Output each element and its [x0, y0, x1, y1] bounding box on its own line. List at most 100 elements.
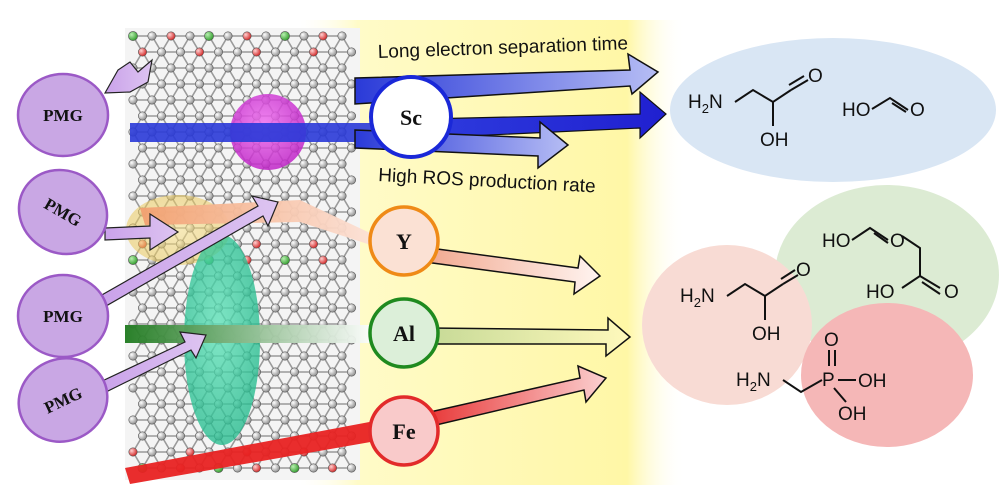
pmg-node-4: PMG	[17, 357, 109, 443]
lattice-atom	[223, 159, 233, 169]
lattice-atom	[346, 303, 356, 313]
lattice-atom	[204, 159, 214, 169]
lattice-atom	[346, 463, 356, 473]
lattice-atom	[138, 431, 148, 441]
lattice-atom	[337, 287, 347, 297]
lattice-atom	[308, 271, 318, 281]
lattice-atom	[318, 95, 328, 105]
lattice-atom	[346, 111, 356, 121]
formic-chain	[871, 96, 909, 111]
lattice-atom	[138, 111, 148, 121]
lattice-atom	[147, 287, 157, 297]
bond	[790, 79, 809, 91]
lattice-atom	[346, 367, 356, 377]
fe-label: Fe	[392, 419, 415, 444]
chem-ho: HO	[822, 231, 851, 252]
lattice-atom	[157, 143, 167, 153]
lattice-atom	[128, 31, 138, 41]
lattice-atom	[318, 415, 328, 425]
lattice-atom	[185, 95, 195, 105]
ampa-chain	[782, 379, 823, 394]
lattice-atom	[261, 351, 271, 361]
sc-label: Sc	[400, 105, 422, 130]
lattice-atom	[157, 111, 167, 121]
bond	[921, 281, 941, 295]
lattice-atom	[128, 255, 138, 265]
lattice-atom	[270, 399, 280, 409]
pmg-node-2: PMG	[17, 168, 109, 256]
lattice-atom	[195, 111, 205, 121]
lattice-atom	[233, 79, 243, 89]
lattice-atom	[252, 463, 262, 473]
chem-o: O	[824, 330, 839, 351]
lattice-atom	[214, 79, 224, 89]
product-region-al	[642, 245, 812, 405]
lattice-atom	[166, 415, 176, 425]
product-region-sc	[670, 38, 996, 182]
lattice-atom	[280, 191, 290, 201]
lattice-atom	[195, 79, 205, 89]
lattice-atom	[157, 47, 167, 57]
y-circle	[368, 205, 440, 277]
bond	[788, 75, 805, 86]
lattice-atom	[128, 415, 138, 425]
lattice-atom	[166, 447, 176, 457]
lattice-atom	[289, 175, 299, 185]
pmg-arrow-2	[104, 212, 180, 252]
chem-o: O	[944, 282, 959, 303]
chem-n: N	[709, 92, 723, 113]
pmg-arrow-4	[99, 331, 207, 393]
pmg-ellipse	[17, 168, 109, 256]
lattice-atom	[195, 175, 205, 185]
lattice-atom	[270, 303, 280, 313]
lattice-atom	[252, 399, 262, 409]
lattice-atom	[147, 95, 157, 105]
lattice-atom	[299, 255, 309, 265]
pmg-ellipse	[17, 357, 109, 443]
lattice-atom	[176, 143, 186, 153]
lattice-atom	[346, 47, 356, 57]
subscript: 2	[694, 295, 701, 310]
lattice-atom	[337, 255, 347, 265]
lattice-atom	[308, 463, 318, 473]
lattice-atom	[270, 47, 280, 57]
lattice-atom	[157, 303, 167, 313]
lattice-atom	[176, 399, 186, 409]
pmg-node-3: PMG	[16, 273, 110, 359]
lattice-atom	[270, 79, 280, 89]
glycine-chain	[726, 282, 784, 298]
lattice-atom	[346, 239, 356, 249]
lattice-atom	[128, 95, 138, 105]
lattice-atom	[157, 79, 167, 89]
lattice-atom	[308, 367, 318, 377]
lattice-atom	[176, 303, 186, 313]
lattice-atom	[252, 175, 262, 185]
lattice-atom	[166, 159, 176, 169]
lattice-atom	[204, 31, 214, 41]
lattice-atom	[337, 191, 347, 201]
lattice-atom	[252, 239, 262, 249]
lattice-atom	[299, 159, 309, 169]
lattice-atom	[299, 415, 309, 425]
metal-node-y: Y	[368, 205, 440, 277]
chem-oh: OH	[838, 404, 867, 425]
lattice-atom	[280, 255, 290, 265]
al-band-bar	[125, 325, 375, 343]
lattice-atom	[195, 143, 205, 153]
lattice-atom	[214, 47, 224, 57]
lattice-atom	[318, 31, 328, 41]
lattice-atom	[185, 159, 195, 169]
lattice-atom	[157, 431, 167, 441]
lattice-atom	[327, 239, 337, 249]
lattice-atom	[147, 31, 157, 41]
lattice-atom	[214, 111, 224, 121]
lattice-atom	[166, 95, 176, 105]
lattice-atom	[327, 47, 337, 57]
lattice-atom	[252, 271, 262, 281]
lattice-atom	[308, 111, 318, 121]
lattice-atom	[280, 63, 290, 73]
chem-oh: OH	[858, 371, 887, 392]
al-circle	[368, 297, 440, 369]
al-label: Al	[393, 321, 415, 346]
